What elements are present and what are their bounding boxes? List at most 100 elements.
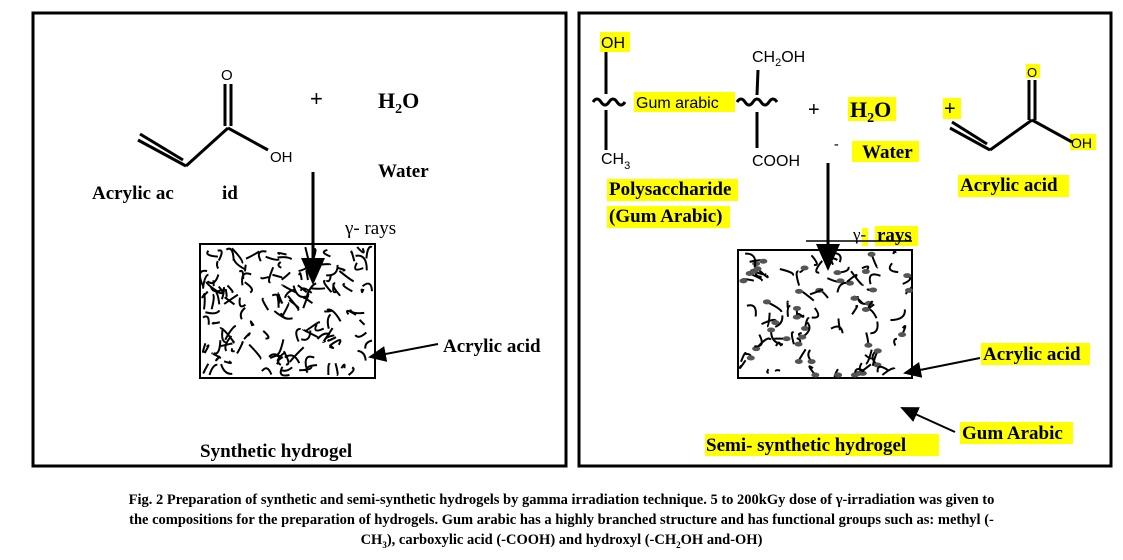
polymer-strand: [302, 296, 314, 305]
gum-arabic-unit: [759, 258, 768, 264]
semi-synthetic-panel: OH Gum arabic CH2OH CH3 COOH + H2O - Wat…: [577, 11, 1113, 468]
polymer-strand: [201, 342, 207, 353]
polymer-strand: [766, 312, 771, 328]
polymer-strand: [864, 354, 872, 360]
polymer-strand: [224, 324, 237, 341]
polymer-strand: [232, 258, 245, 270]
gum-arabic-unit: [850, 295, 859, 301]
polymer-strand: [868, 273, 881, 285]
polymer-strand: [326, 313, 332, 329]
polymer-strand: [766, 368, 770, 374]
polymer-strand: [876, 365, 889, 373]
polymer-strand: [272, 273, 283, 279]
polymer-strand: [892, 250, 897, 255]
polymer-strand: [890, 309, 906, 322]
polymer-strand: [830, 325, 844, 334]
polymer-strand: [238, 297, 247, 308]
polymer-strand: [340, 363, 346, 369]
gum-arabic-unit: [794, 341, 803, 347]
polymer-strand: [211, 352, 222, 359]
polymer-strand: [244, 264, 247, 272]
polymer-strand: [239, 307, 246, 320]
hydrogel-diagram: O OH + H2O Water Acrylic ac id γ- rays A…: [31, 11, 1113, 468]
polymer-strand: [851, 304, 859, 315]
gum-arabic-unit: [739, 278, 748, 284]
polymer-strand: [754, 334, 763, 348]
gum-arabic-unit: [795, 288, 804, 294]
gum-arabic-chain-label: Gum arabic: [636, 95, 719, 112]
gum-arabic-unit: [850, 372, 859, 378]
crosslinked-mesh: [198, 245, 373, 377]
polymer-strand: [302, 328, 319, 339]
caption-line-1: Fig. 2 Preparation of synthetic and semi…: [128, 492, 995, 508]
polymer-strand: [248, 343, 262, 360]
polymer-strand: [276, 339, 285, 356]
polymer-strand: [830, 257, 838, 266]
polymer-strand: [322, 279, 333, 293]
highlights: [600, 32, 1096, 456]
gum-arabic-unit: [794, 359, 803, 365]
polymer-strand: [305, 270, 309, 281]
polymer-strand: [215, 260, 220, 270]
polymer-strand: [220, 287, 226, 300]
polymer-strand: [746, 304, 757, 317]
acrylic-acid-structure: [137, 84, 269, 168]
polymer-strand: [365, 245, 373, 259]
polymer-strand: [277, 292, 284, 304]
polymer-strand: [215, 291, 221, 305]
figure-caption: Fig. 2 Preparation of synthetic and semi…: [0, 490, 1123, 555]
polymer-strand: [775, 341, 782, 347]
polymer-strand: [810, 254, 818, 266]
polymer-strand: [277, 256, 293, 261]
polymer-strand: [360, 288, 365, 294]
polymer-strand: [265, 255, 280, 261]
acrylic-acid-structure: [949, 80, 1073, 152]
polymer-strand: [779, 268, 795, 277]
polymer-strand: [224, 296, 236, 306]
carboxyl-label: COOH: [752, 153, 800, 170]
gum-arabic-unit: [782, 336, 791, 342]
polymer-strand: [262, 330, 270, 340]
polymer-strand: [364, 339, 373, 349]
water-label: Water: [862, 142, 913, 163]
gum-arabic-unit: [861, 269, 870, 275]
polymer-strand: [295, 327, 301, 342]
polymer-strand: [786, 304, 791, 317]
polymer-strand: [281, 283, 297, 294]
plus-sign-2: +: [944, 98, 956, 120]
polymer-strand: [342, 282, 353, 293]
polymer-strand: [202, 315, 210, 325]
polymer-strand: [267, 266, 275, 284]
polymer-strand: [358, 319, 366, 326]
polymer-strand: [745, 252, 757, 268]
caption-line-3: CH3), carboxylic acid (-COOH) and hydrox…: [360, 532, 763, 550]
gum-arabic-unit: [800, 265, 809, 271]
hydroxyl-label: OH: [270, 149, 293, 166]
polymer-strand: [219, 327, 236, 344]
polymer-strand: [328, 344, 335, 349]
polymer-strand: [738, 359, 747, 369]
polymer-strand: [832, 252, 842, 263]
polymer-strand: [354, 262, 364, 271]
gum-arabic-label: Gum Arabic: [962, 423, 1063, 444]
polymer-strand: [330, 339, 342, 346]
plus-sign: +: [310, 86, 323, 111]
polymer-strand: [314, 323, 325, 332]
polymer-strand: [304, 321, 321, 333]
polymer-strand: [322, 248, 331, 258]
polymer-strand: [281, 271, 291, 281]
acrylic-acid-name-part1: Acrylic ac: [92, 183, 174, 204]
rays-label: rays: [877, 225, 912, 246]
polymer-strand: [815, 260, 823, 274]
gum-arabic-unit: [867, 251, 876, 257]
polymer-strand: [261, 297, 270, 311]
polymer-strand: [205, 309, 221, 315]
polymer-strand: [327, 362, 331, 376]
polymer-strand: [305, 364, 318, 374]
polymer-strand: [881, 367, 896, 376]
polymer-strand: [332, 282, 341, 297]
polymer-strand: [334, 363, 339, 376]
polymer-strand: [774, 315, 784, 328]
polymer-strand: [305, 282, 317, 299]
polymer-strand: [893, 337, 898, 347]
